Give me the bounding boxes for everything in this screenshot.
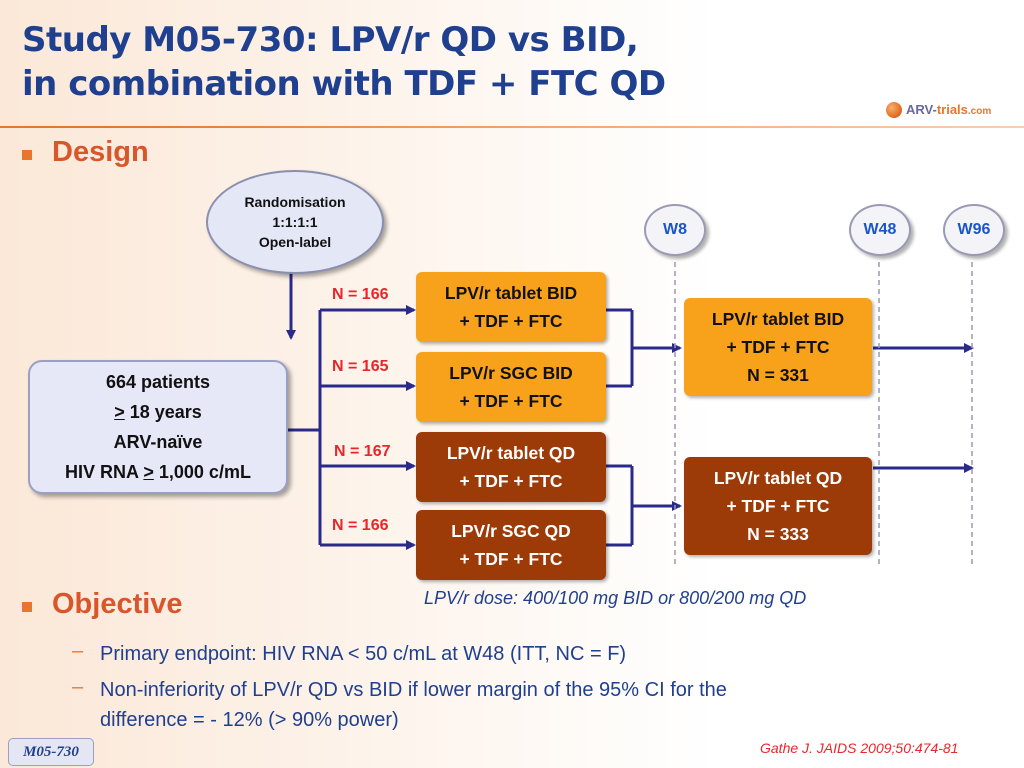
- title-line-1: Study M05-730: LPV/r QD vs BID,: [22, 20, 639, 60]
- randomisation-node: Randomisation 1:1:1:1 Open-label: [206, 170, 384, 274]
- dash-bullet-icon: –: [72, 640, 84, 662]
- bullet-square-icon: [22, 150, 32, 160]
- week-marker-w96: W96: [943, 204, 1005, 256]
- objective-primary-endpoint: Primary endpoint: HIV RNA < 50 c/mL at W…: [100, 643, 627, 665]
- patients-age: > 18 years: [114, 402, 202, 422]
- arv-trials-logo: ARV-trials.com: [886, 100, 1014, 126]
- patients-count: 664 patients: [105, 372, 211, 392]
- merged-box-qd: LPV/r tablet QD + TDF + FTC N = 333: [684, 457, 872, 555]
- patients-viral-load: HIV RNA > 1,000 c/mL: [65, 462, 251, 482]
- slide-title: Study M05-730: LPV/r QD vs BID, in combi…: [22, 18, 882, 106]
- randomisation-design: Open-label: [258, 234, 332, 250]
- design-heading: Design: [52, 136, 149, 168]
- objective-heading: Objective: [52, 588, 183, 620]
- patients-box: 664 patients > 18 years ARV-naïve HIV RN…: [28, 360, 288, 494]
- randomisation-ratio: 1:1:1:1: [272, 214, 318, 230]
- bullet-square-icon: [22, 602, 32, 612]
- merged-box-bid: LPV/r tablet BID + TDF + FTC N = 331: [684, 298, 872, 396]
- arm-n-label: N = 166: [332, 286, 389, 303]
- dash-bullet-icon: –: [72, 676, 84, 698]
- study-tag: M05-730: [8, 738, 94, 766]
- title-line-2: in combination with TDF + FTC QD: [22, 64, 666, 104]
- title-divider: [0, 126, 1024, 128]
- arm-box-tablet-qd: LPV/r tablet QD + TDF + FTC: [416, 432, 606, 502]
- arm-box-tablet-bid: LPV/r tablet BID + TDF + FTC: [416, 272, 606, 342]
- randomisation-label: Randomisation: [244, 194, 346, 210]
- objective-noninferiority-line1: Non-inferiority of LPV/r QD vs BID if lo…: [100, 679, 727, 701]
- arm-box-sgc-qd: LPV/r SGC QD + TDF + FTC: [416, 510, 606, 580]
- dose-note: LPV/r dose: 400/100 mg BID or 800/200 mg…: [424, 588, 807, 608]
- arm-box-sgc-bid: LPV/r SGC BID + TDF + FTC: [416, 352, 606, 422]
- arm-n-label: N = 166: [332, 517, 389, 534]
- patients-naive: ARV-naïve: [113, 432, 203, 452]
- objective-noninferiority-line2: difference = - 12% (> 90% power): [100, 709, 399, 731]
- week-marker-w48: W48: [849, 204, 911, 256]
- arm-n-label: N = 167: [334, 443, 391, 460]
- logo-swirl-icon: [886, 102, 902, 118]
- citation: Gathe J. JAIDS 2009;50:474-81: [760, 740, 959, 756]
- arm-n-label: N = 165: [332, 358, 389, 375]
- week-marker-w8: W8: [644, 204, 706, 256]
